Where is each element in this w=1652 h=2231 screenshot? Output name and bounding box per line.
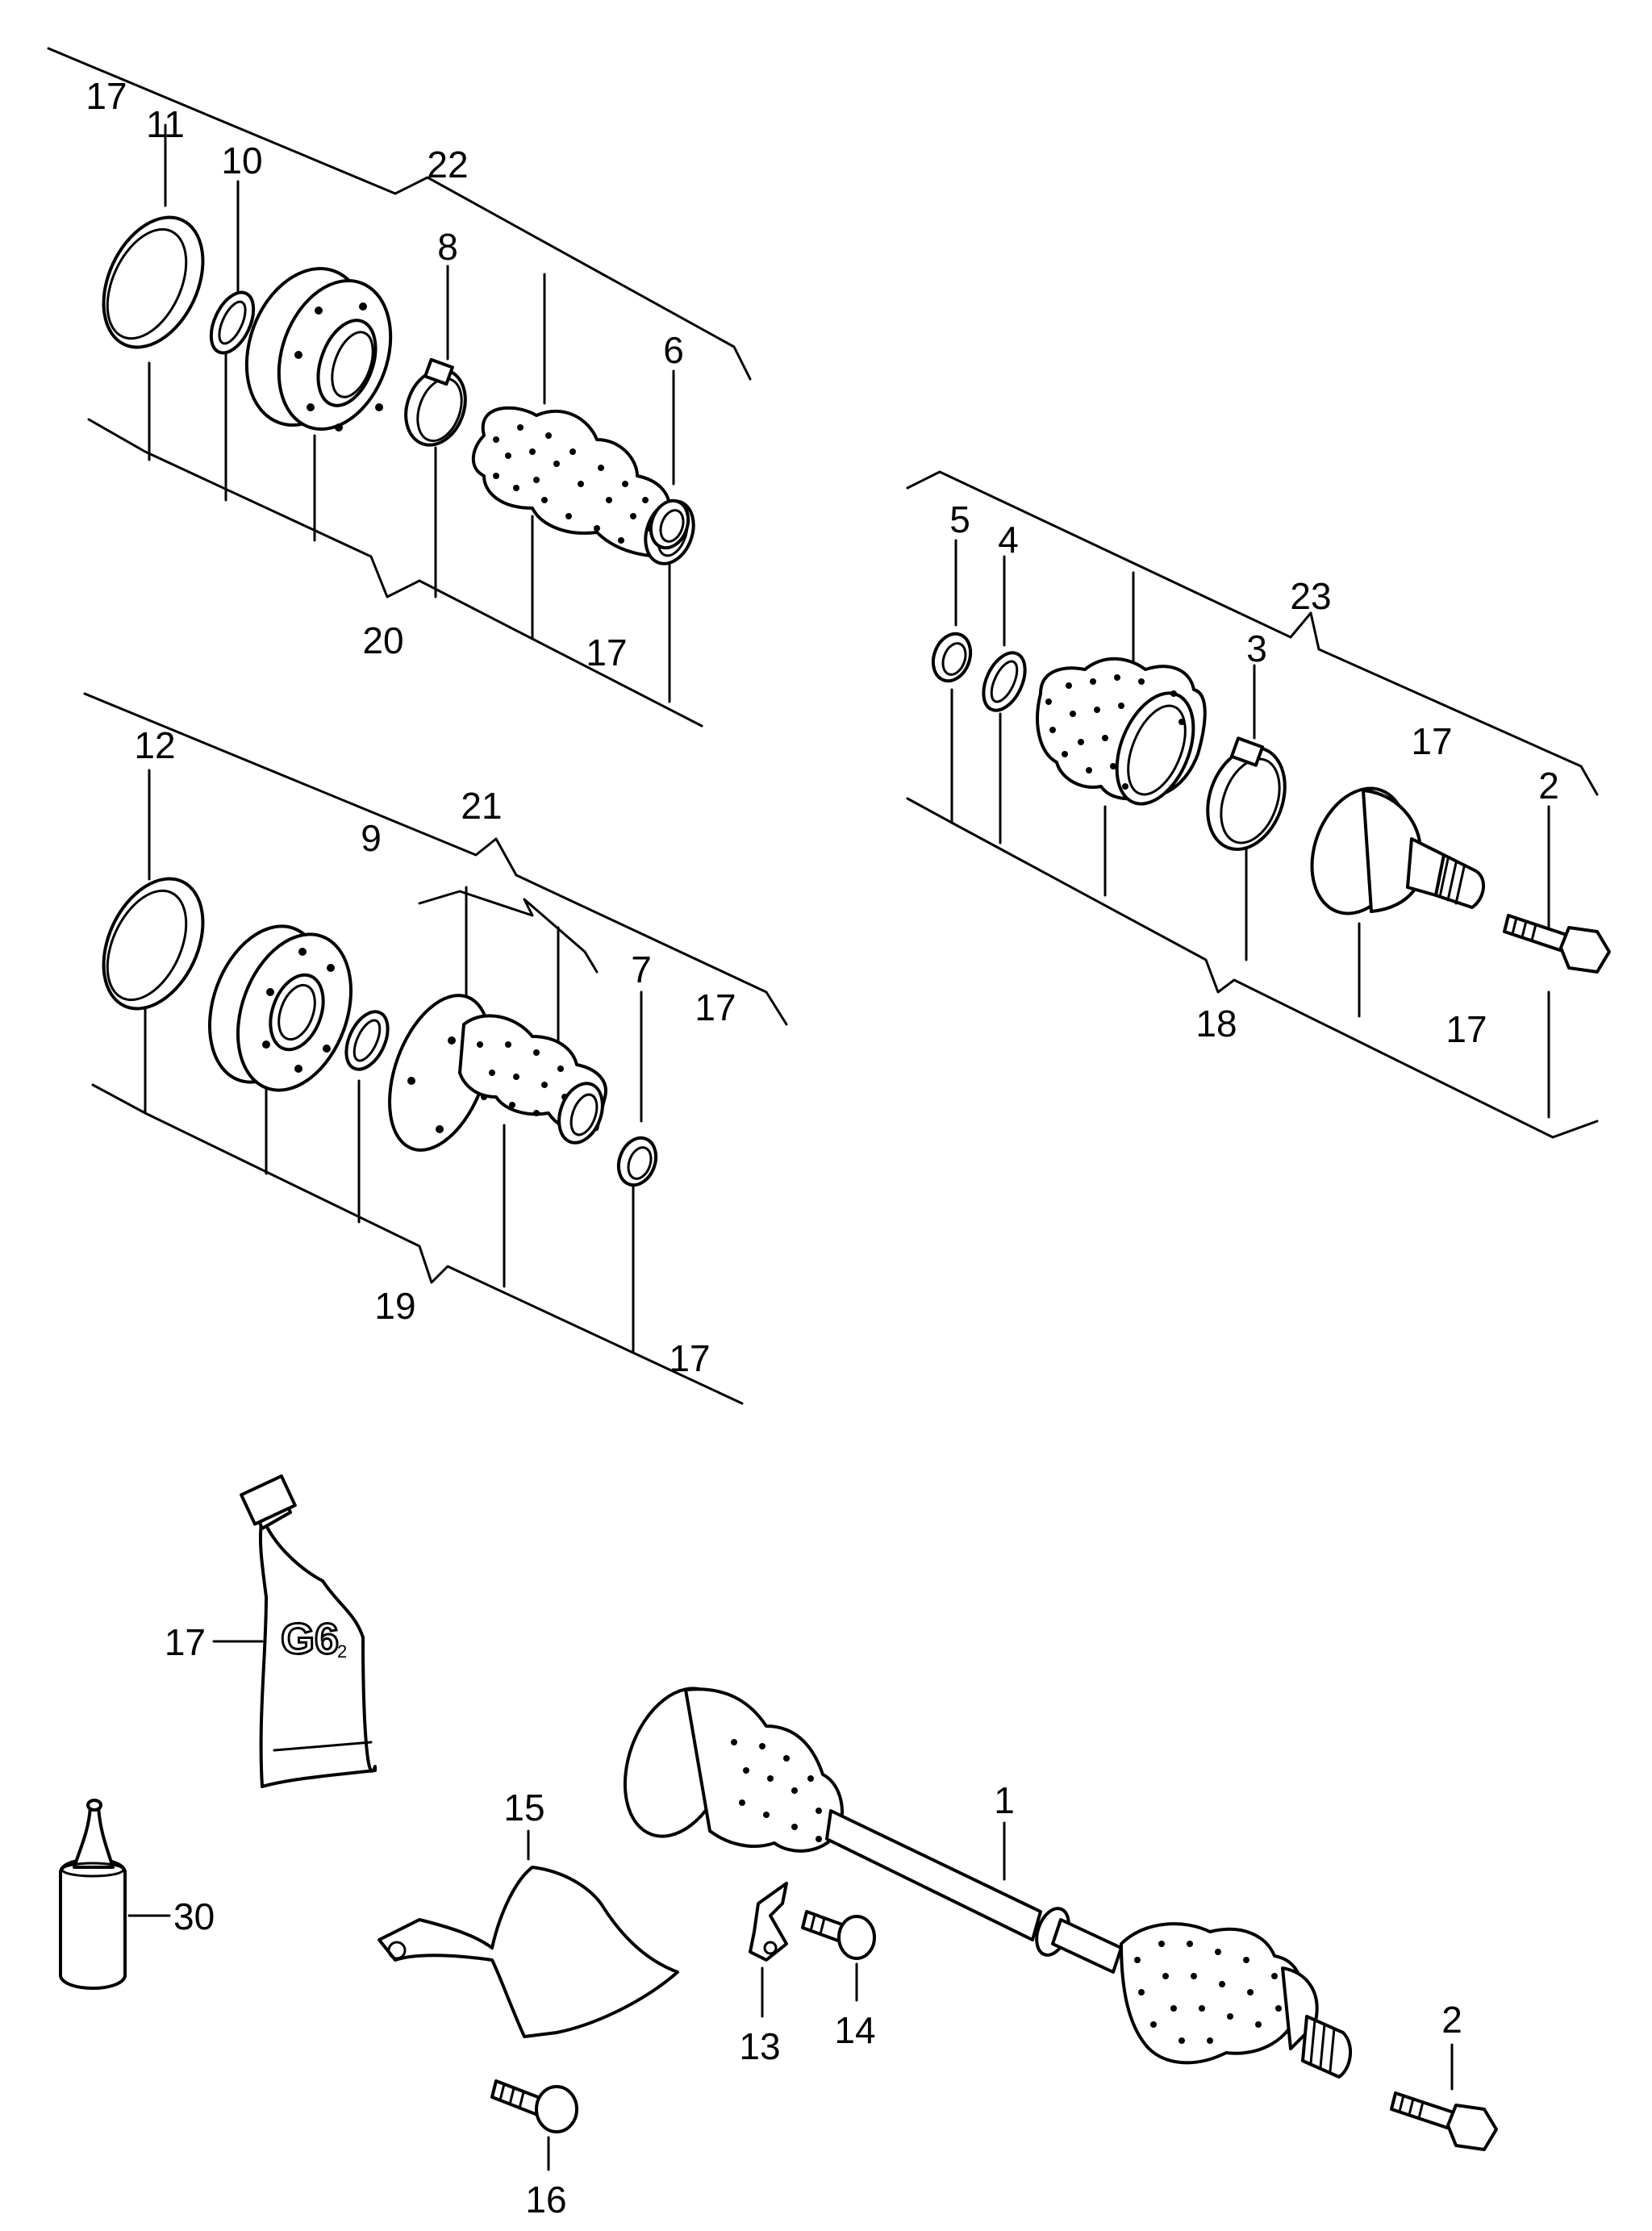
callout-12: 12 [134, 724, 175, 766]
assembly-group-19: 12 9 21 7 17 19 17 [83, 692, 788, 1405]
callout-17: 17 [669, 1337, 710, 1379]
callout-17: 17 [1411, 720, 1452, 762]
washer-4 [982, 651, 1027, 712]
callout-13: 13 [739, 2025, 780, 2067]
callout-22: 22 [427, 144, 468, 186]
assembly-group-18: 5 4 23 3 17 2 18 17 [906, 470, 1611, 1139]
callout-16: 16 [525, 2179, 566, 2221]
callout-17: 17 [86, 75, 127, 117]
boot-23 [1036, 657, 1207, 806]
clamp-7 [616, 1136, 658, 1187]
callout-21: 21 [461, 785, 502, 827]
callout-17: 17 [1612, 2225, 1614, 2227]
callout-15: 15 [503, 1787, 544, 1829]
callout-10: 10 [221, 140, 262, 181]
callout-30: 30 [173, 1895, 215, 1937]
callout-17: 17 [165, 1621, 206, 1663]
bolt-2 [1503, 914, 1611, 974]
callout-20: 20 [362, 619, 403, 661]
callout-17: 17 [695, 986, 736, 1028]
callout-9: 9 [361, 817, 382, 859]
callout-2: 2 [1441, 1999, 1462, 2041]
callout-4: 4 [998, 519, 1019, 561]
bracket-13: 13 [739, 1882, 788, 2067]
callout-23: 23 [1290, 575, 1331, 617]
callout-18: 18 [1195, 1003, 1237, 1045]
assembly-group-20: 17 11 10 22 8 6 20 17 [47, 47, 752, 728]
washer-19 [344, 1010, 390, 1071]
callout-19: 19 [374, 1285, 415, 1327]
seal-ring-12 [102, 877, 205, 1011]
callout-7: 7 [631, 949, 652, 990]
callout-14: 14 [834, 2009, 875, 2051]
grease-tube-17: G6 2 17 [165, 1474, 377, 1788]
flange-9 [207, 924, 353, 1092]
heat-shield-15: 15 [378, 1787, 679, 2038]
clamp-5 [931, 632, 973, 683]
callout-8: 8 [437, 226, 458, 268]
washer-10 [209, 290, 256, 355]
callout-2: 2 [1538, 765, 1559, 807]
outer-cv-joint-18 [1310, 786, 1485, 915]
callout-6: 6 [663, 329, 684, 371]
clamp-6 [649, 498, 690, 550]
callout-17: 17 [1446, 1008, 1487, 1050]
bolt-16: 16 [490, 2079, 578, 2221]
cv-joint-flange-20 [244, 267, 393, 432]
callout-1: 1 [994, 1779, 1015, 1821]
drive-shaft-1: 1 [623, 1687, 1353, 2079]
sealant-bottle-30: 30 [59, 1799, 215, 1990]
grease-brand-sub: 2 [337, 1641, 347, 1662]
clamp-8 [404, 357, 467, 447]
bolt-2-bottom: 2 [1390, 1999, 1498, 2151]
callout-11: 11 [146, 103, 185, 145]
bolt-14: 14 [801, 1910, 876, 2051]
callout-17: 17 [586, 632, 627, 673]
grease-brand-label: G6 [281, 1615, 339, 1663]
callout-3: 3 [1246, 628, 1267, 669]
seal-ring-11 [102, 215, 205, 349]
clamp-3 [1206, 736, 1287, 851]
boot-21 [388, 994, 607, 1152]
callout-5: 5 [949, 498, 970, 540]
